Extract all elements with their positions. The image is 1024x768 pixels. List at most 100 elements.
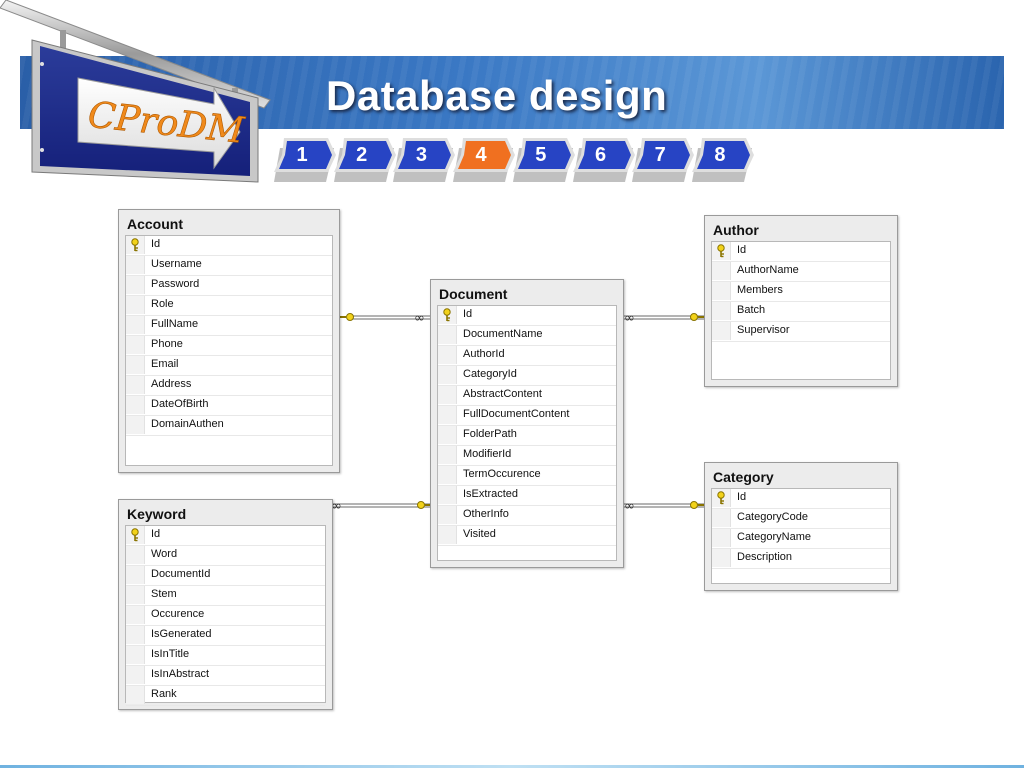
step-tab-2[interactable]: 2 — [333, 138, 396, 182]
field-row[interactable]: CategoryId — [438, 366, 616, 386]
row-selector[interactable] — [712, 282, 731, 300]
field-row[interactable]: OtherInfo — [438, 506, 616, 526]
field-row[interactable]: Password — [126, 276, 332, 296]
step-label: 2 — [356, 144, 368, 166]
field-row[interactable]: Occurence — [126, 606, 325, 626]
field-row[interactable]: CategoryCode — [712, 509, 890, 529]
row-selector[interactable] — [126, 296, 145, 314]
field-row[interactable]: Address — [126, 376, 332, 396]
row-selector[interactable] — [438, 466, 457, 484]
row-selector[interactable] — [438, 426, 457, 444]
row-selector[interactable] — [438, 446, 457, 464]
field-row[interactable]: Rank — [126, 686, 325, 706]
row-selector[interactable] — [712, 302, 731, 320]
field-row[interactable]: DateOfBirth — [126, 396, 332, 416]
row-selector[interactable] — [712, 322, 731, 340]
row-selector[interactable] — [126, 666, 145, 684]
row-selector[interactable] — [126, 626, 145, 644]
field-row[interactable]: Role — [126, 296, 332, 316]
infinity-icon: ∞ — [331, 499, 342, 514]
field-row[interactable]: DomainAuthen — [126, 416, 332, 436]
row-selector[interactable] — [126, 336, 145, 354]
row-selector[interactable] — [126, 416, 145, 434]
field-row[interactable]: AuthorName — [712, 262, 890, 282]
field-name: AuthorName — [737, 264, 799, 276]
step-tab-4[interactable]: 4 — [453, 138, 516, 182]
row-selector[interactable] — [126, 376, 145, 394]
step-tab-5[interactable]: 5 — [512, 138, 575, 182]
field-row[interactable]: Id — [712, 489, 890, 509]
field-row[interactable]: FullName — [126, 316, 332, 336]
field-name: DomainAuthen — [151, 418, 224, 430]
row-selector[interactable] — [712, 549, 731, 567]
field-row[interactable]: IsInAbstract — [126, 666, 325, 686]
step-tab-7[interactable]: 7 — [632, 138, 695, 182]
field-row[interactable]: Word — [126, 546, 325, 566]
field-row[interactable]: Id — [712, 242, 890, 262]
row-selector[interactable] — [126, 256, 145, 274]
field-row[interactable]: ModifierId — [438, 446, 616, 466]
field-row[interactable]: AuthorId — [438, 346, 616, 366]
field-name: IsInAbstract — [151, 668, 210, 680]
field-row[interactable]: TermOccurence — [438, 466, 616, 486]
row-selector[interactable] — [126, 356, 145, 374]
field-row[interactable]: Username — [126, 256, 332, 276]
field-row[interactable]: Visited — [438, 526, 616, 546]
row-selector[interactable] — [438, 526, 457, 544]
field-row[interactable]: IsExtracted — [438, 486, 616, 506]
field-row[interactable]: Id — [438, 306, 616, 326]
row-selector[interactable] — [126, 586, 145, 604]
field-name: DocumentId — [151, 568, 211, 580]
field-row[interactable]: Stem — [126, 586, 325, 606]
field-row[interactable]: Email — [126, 356, 332, 376]
step-tab-6[interactable]: 6 — [572, 138, 635, 182]
svg-text:∞: ∞ — [624, 499, 635, 514]
row-selector[interactable] — [438, 386, 457, 404]
step-tab-3[interactable]: 3 — [393, 138, 456, 182]
row-selector[interactable] — [438, 366, 457, 384]
row-selector[interactable] — [438, 406, 457, 424]
field-row[interactable]: Phone — [126, 336, 332, 356]
field-row[interactable]: Members — [712, 282, 890, 302]
field-row[interactable]: IsInTitle — [126, 646, 325, 666]
row-selector[interactable] — [126, 686, 145, 704]
row-selector[interactable] — [126, 396, 145, 414]
field-row[interactable]: CategoryName — [712, 529, 890, 549]
step-tab-8[interactable]: 8 — [691, 138, 754, 182]
row-selector[interactable] — [712, 529, 731, 547]
field-row[interactable]: FullDocumentContent — [438, 406, 616, 426]
row-selector[interactable] — [126, 646, 145, 664]
field-row[interactable]: FolderPath — [438, 426, 616, 446]
row-selector[interactable] — [712, 509, 731, 527]
field-row[interactable]: Description — [712, 549, 890, 569]
field-name: DateOfBirth — [151, 398, 209, 410]
field-row[interactable]: Id — [126, 236, 332, 256]
field-name: AbstractContent — [463, 388, 542, 400]
field-row[interactable]: DocumentId — [126, 566, 325, 586]
field-row[interactable]: Supervisor — [712, 322, 890, 342]
row-selector[interactable] — [126, 566, 145, 584]
row-selector[interactable] — [126, 276, 145, 294]
field-row[interactable]: AbstractContent — [438, 386, 616, 406]
field-row[interactable]: DocumentName — [438, 326, 616, 346]
field-row[interactable]: Id — [126, 526, 325, 546]
row-selector[interactable] — [438, 346, 457, 364]
field-name: IsExtracted — [463, 488, 519, 500]
row-selector[interactable] — [438, 506, 457, 524]
row-selector[interactable] — [126, 606, 145, 624]
step-tab-1[interactable]: 1 — [274, 138, 336, 182]
row-selector[interactable] — [438, 486, 457, 504]
field-row[interactable]: IsGenerated — [126, 626, 325, 646]
row-selector[interactable] — [712, 262, 731, 280]
row-selector[interactable] — [126, 316, 145, 334]
field-row[interactable]: Batch — [712, 302, 890, 322]
row-selector[interactable] — [438, 326, 457, 344]
row-selector[interactable] — [126, 546, 145, 564]
